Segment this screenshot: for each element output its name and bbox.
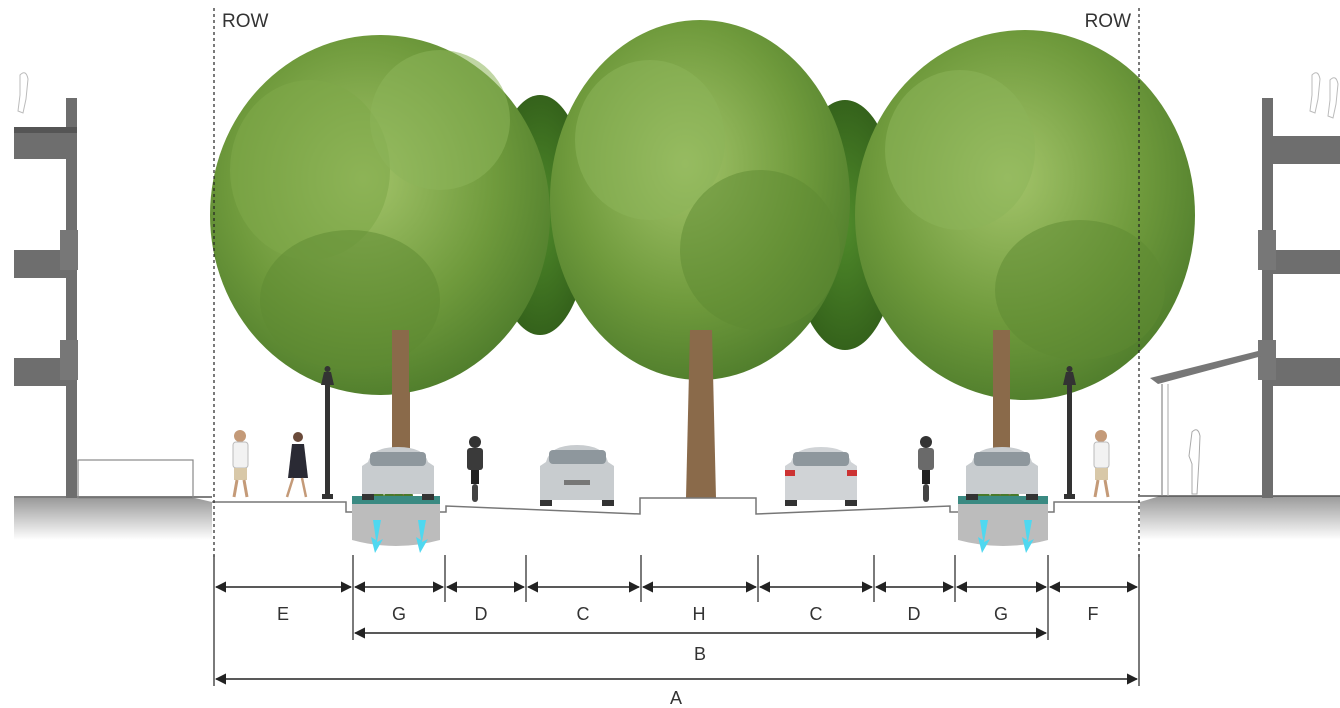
segment-label-d-left: D: [475, 604, 488, 624]
car-icon: [966, 447, 1038, 500]
pedestrian-icon: [285, 432, 308, 498]
segment-label-f: F: [1088, 604, 1099, 624]
cyclist-icon: [467, 436, 483, 502]
right-building: [1150, 72, 1340, 498]
cyclist-icon: [918, 436, 934, 502]
segment-label-g-left: G: [392, 604, 406, 624]
total-label-b: B: [694, 644, 706, 664]
street-lamp-icon: [1063, 366, 1076, 499]
segment-label-g-right: G: [994, 604, 1008, 624]
segment-label-c-left: C: [577, 604, 590, 624]
pedestrian-icon: [1093, 430, 1110, 498]
street-lamp-icon: [321, 366, 334, 499]
row-label-left: ROW: [222, 11, 269, 32]
segment-label-c-right: C: [810, 604, 823, 624]
segment-label-e: E: [277, 604, 289, 624]
tree-icon: [210, 35, 550, 500]
dimension-ticks: [213, 555, 1140, 686]
segment-label-h: H: [693, 604, 706, 624]
car-icon: [785, 447, 857, 506]
street-profile: [212, 497, 1140, 515]
ground: [14, 495, 1340, 540]
segment-label-d-right: D: [908, 604, 921, 624]
arrow-down-icon: [371, 520, 1034, 553]
tree-icon: [550, 20, 850, 498]
total-label-a: A: [670, 688, 682, 708]
left-building: [14, 72, 194, 499]
tree-icon: [855, 30, 1195, 500]
car-icon: [540, 445, 614, 506]
car-icon: [362, 447, 434, 500]
pedestrian-icon: [232, 430, 249, 498]
row-label-right: ROW: [1085, 11, 1132, 32]
